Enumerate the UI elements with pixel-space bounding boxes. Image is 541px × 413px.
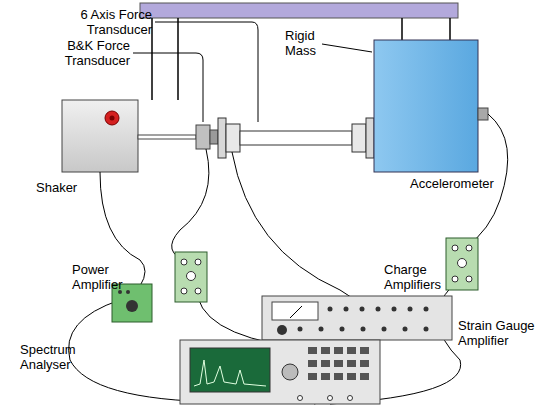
part-label: Accelerometer <box>410 176 520 191</box>
part-label: Shaker <box>36 180 96 195</box>
part-label: Spectrum Analyser <box>20 342 100 372</box>
part-label: 6 Axis Force Transducer <box>56 7 152 37</box>
part-label: Power Amplifier <box>72 262 144 292</box>
part-label: Rigid Mass <box>285 28 330 58</box>
part-label: Strain Gauge Amplifier <box>458 318 538 348</box>
part-label: Charge Amplifiers <box>384 262 446 292</box>
part-label: B&K Force Transducer <box>44 38 130 68</box>
